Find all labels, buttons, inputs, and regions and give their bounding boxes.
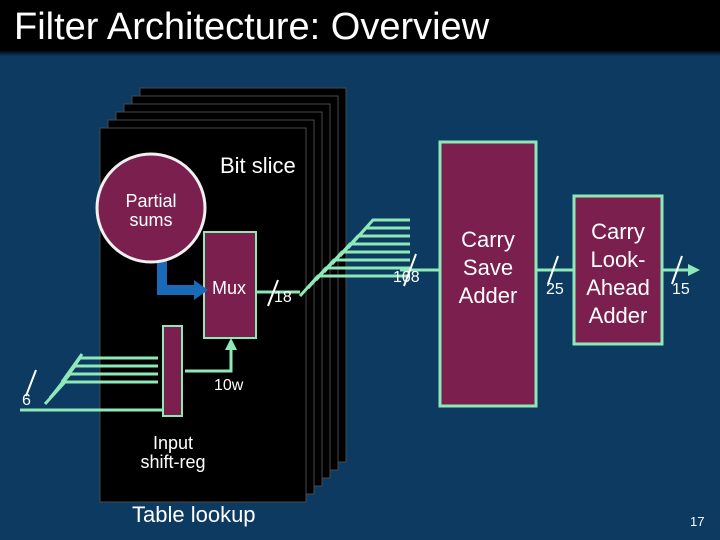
table-to-mux-arrowhead bbox=[225, 338, 237, 350]
csa-input-bus bbox=[298, 218, 440, 298]
partial-sums-register bbox=[95, 152, 207, 264]
carry-save-adder bbox=[438, 140, 538, 408]
input-shift-reg-label: Input shift-reg bbox=[140, 433, 206, 472]
bus-width-table-out: 10w bbox=[214, 377, 244, 394]
carry-lookahead-adder-label: Carry Look- Ahead Adder bbox=[586, 219, 650, 328]
bus-width-csa-in: 108 bbox=[393, 269, 420, 286]
bus-width-csa-out: 25 bbox=[546, 281, 564, 298]
partial-sums-label: Partial sums bbox=[125, 191, 177, 230]
bus-width-mux-out: 18 bbox=[274, 289, 292, 306]
mux-output-slash bbox=[267, 279, 279, 307]
cla-output-arrowhead bbox=[688, 264, 700, 276]
feedback-arrowhead bbox=[194, 280, 208, 300]
input-bus bbox=[20, 353, 165, 412]
carry-save-adder-label: Carry Save Adder bbox=[458, 227, 518, 308]
mux-label: Mux bbox=[212, 278, 247, 298]
bit-slice-label: Bit slice bbox=[220, 153, 296, 178]
input-shift-register bbox=[162, 325, 183, 417]
cla-output-slash bbox=[671, 255, 683, 285]
bus-width-cla-out: 15 bbox=[672, 281, 690, 298]
title-bar bbox=[0, 0, 720, 56]
table-to-mux-wire bbox=[185, 348, 233, 373]
table-lookup-label: Table lookup bbox=[132, 502, 256, 527]
csa-output-slash bbox=[547, 255, 559, 285]
carry-lookahead-adder bbox=[572, 194, 664, 346]
page-number: 17 bbox=[690, 514, 705, 529]
slide-title: Filter Architecture: Overview bbox=[14, 6, 490, 48]
bus-width-input: 6 bbox=[22, 392, 31, 409]
mux-block bbox=[203, 231, 257, 339]
